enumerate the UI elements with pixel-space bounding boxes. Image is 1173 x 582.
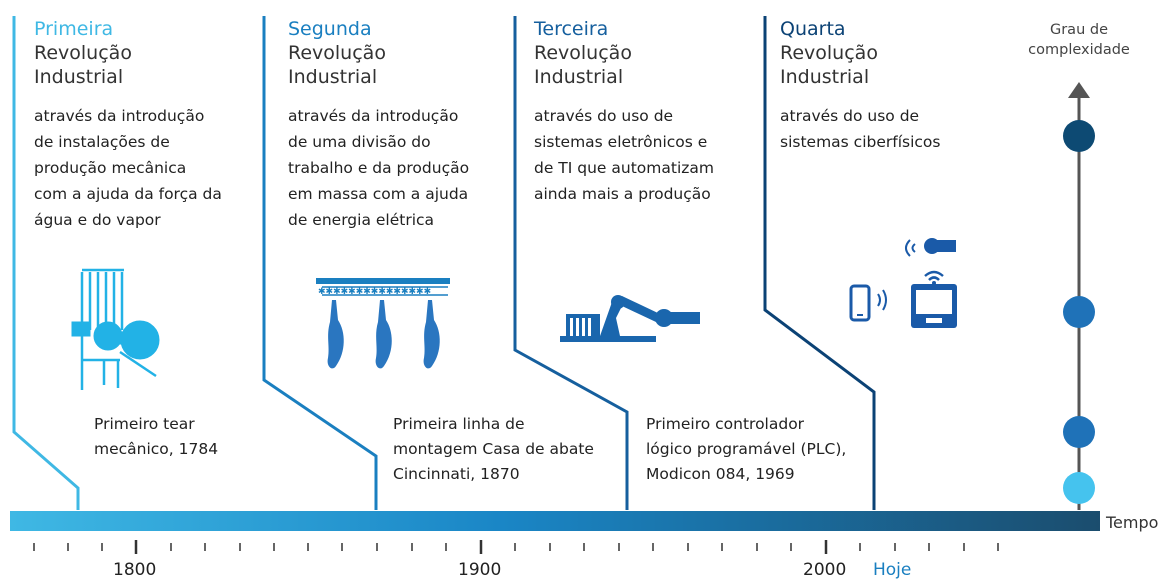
- description-line: de instalações de: [34, 133, 170, 151]
- milestone-line: montagem Casa de abate: [393, 440, 594, 458]
- third-revolution-description: através do uso de sistemas eletrônicos e…: [534, 103, 714, 207]
- fourth-revolution-subtitle-line1: Revolução: [780, 42, 878, 64]
- year-label-1800: 1800: [113, 560, 157, 580]
- time-bar: [10, 511, 1100, 531]
- complexity-arrow-head: [1068, 82, 1090, 98]
- description-line: de TI que automatizam: [534, 159, 714, 177]
- second-revolution-column: Segunda Revolução Industrial através da …: [288, 17, 469, 233]
- fourth-revolution-line: [763, 16, 876, 510]
- robot-arm-icon: [560, 295, 700, 342]
- fourth-revolution-description: através do uso de sistemas ciberfísicos: [780, 103, 940, 155]
- third-revolution-column: Terceira Revolução Industrial através do…: [534, 17, 714, 207]
- second-revolution-line: [262, 16, 378, 510]
- cyber-physical-devices-icon: [849, 238, 957, 328]
- milestone-line: lógico programável (PLC),: [646, 440, 847, 458]
- year-ticks: [33, 540, 999, 554]
- fourth-revolution-subtitle-line2: Industrial: [780, 66, 870, 88]
- first-revolution-line: [12, 16, 80, 510]
- description-line: em massa com a ajuda: [288, 185, 469, 203]
- complexity-dot-4: [1063, 120, 1095, 152]
- description-line: de uma divisão do: [288, 133, 431, 151]
- year-label-1900: 1900: [458, 560, 502, 580]
- year-label-2000: 2000: [803, 560, 847, 580]
- milestone-line: Primeiro tear: [94, 415, 195, 433]
- description-line: água e do vapor: [34, 211, 161, 229]
- description-line: com a ajuda da força da: [34, 185, 222, 203]
- assembly-line-icon: ✱✱✱✱✱✱✱✱✱✱✱✱✱✱✱: [316, 278, 450, 369]
- fourth-revolution-ordinal: Quarta: [780, 18, 846, 40]
- milestone-line: Primeira linha de: [393, 415, 525, 433]
- complexity-dot-2: [1063, 416, 1095, 448]
- third-revolution-milestone: Primeiro controlador lógico programável …: [646, 412, 846, 487]
- first-revolution-description: através da introdução de instalações de …: [34, 103, 222, 233]
- milestone-line: mecânico, 1784: [94, 440, 219, 458]
- second-revolution-subtitle-line2: Industrial: [288, 66, 378, 88]
- description-line: ainda mais a produção: [534, 185, 711, 203]
- milestone-line: Primeiro controlador: [646, 415, 805, 433]
- complexity-label-line2: complexidade: [1028, 42, 1130, 58]
- mechanical-loom-icon: [71, 268, 160, 390]
- description-line: produção mecânica: [34, 159, 187, 177]
- description-line: de energia elétrica: [288, 211, 435, 229]
- description-line: através da introdução: [34, 107, 205, 125]
- today-label: Hoje: [873, 560, 912, 580]
- complexity-label-line1: Grau de: [1049, 22, 1108, 38]
- first-revolution-column: Primeira Revolução Industrial através da…: [34, 17, 222, 233]
- description-line: sistemas eletrônicos e: [534, 133, 708, 151]
- complexity-label: Grau de complexidade: [1009, 20, 1149, 60]
- first-revolution-subtitle-line1: Revolução: [34, 42, 132, 64]
- svg-text:✱✱✱✱✱✱✱✱✱✱✱✱✱✱✱: ✱✱✱✱✱✱✱✱✱✱✱✱✱✱✱: [318, 287, 431, 297]
- fourth-revolution-column: Quarta Revolução Industrial através do u…: [780, 17, 940, 155]
- second-revolution-ordinal: Segunda: [288, 18, 372, 40]
- description-line: trabalho e da produção: [288, 159, 470, 177]
- description-line: através do uso de: [780, 107, 920, 125]
- description-line: através da introdução: [288, 107, 459, 125]
- second-revolution-milestone: Primeira linha de montagem Casa de abate…: [393, 412, 594, 487]
- complexity-dot-3: [1063, 296, 1095, 328]
- third-revolution-subtitle-line2: Industrial: [534, 66, 624, 88]
- third-revolution-subtitle-line1: Revolução: [534, 42, 632, 64]
- time-axis-label: Tempo: [1106, 513, 1159, 532]
- first-revolution-ordinal: Primeira: [34, 18, 114, 40]
- first-revolution-subtitle-line2: Industrial: [34, 66, 124, 88]
- third-revolution-ordinal: Terceira: [534, 18, 609, 40]
- first-revolution-milestone: Primeiro tear mecânico, 1784: [94, 412, 218, 462]
- description-line: sistemas ciberfísicos: [780, 133, 941, 151]
- milestone-line: Modicon 084, 1969: [646, 465, 795, 483]
- second-revolution-description: através da introdução de uma divisão do …: [288, 103, 469, 233]
- complexity-dot-1: [1063, 472, 1095, 504]
- milestone-line: Cincinnati, 1870: [393, 465, 520, 483]
- second-revolution-subtitle-line1: Revolução: [288, 42, 386, 64]
- third-revolution-line: [513, 16, 629, 510]
- description-line: através do uso de: [534, 107, 674, 125]
